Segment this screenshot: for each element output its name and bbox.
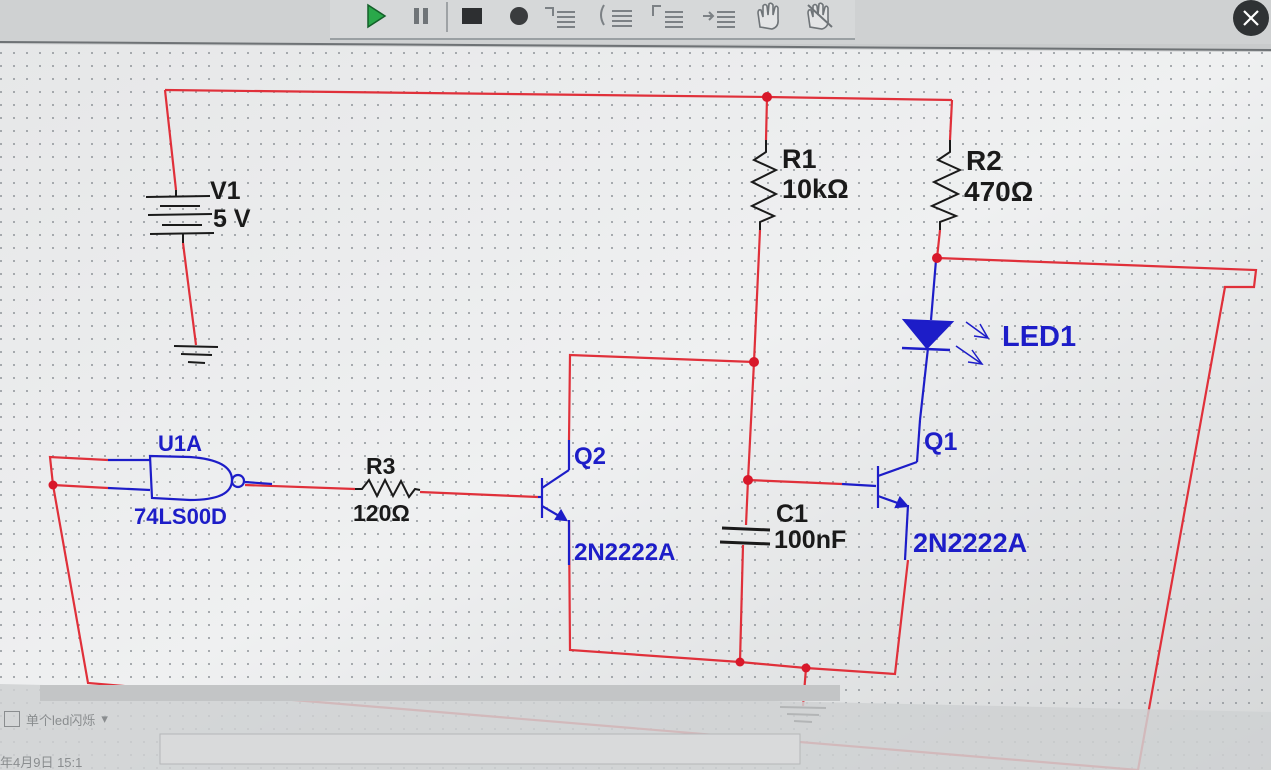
hand-icon[interactable] xyxy=(750,2,788,30)
capacitor-c1[interactable] xyxy=(719,526,771,546)
run-icon[interactable] xyxy=(364,2,388,30)
r1-value-label: 10kΩ xyxy=(782,174,849,204)
resistor-r3[interactable] xyxy=(355,477,421,499)
toolbar-separator xyxy=(446,2,448,32)
r2-name-label: R2 xyxy=(966,145,1002,176)
status-date: 年4月9日 15:1 xyxy=(0,755,83,770)
r3-value-label: 120Ω xyxy=(353,500,410,526)
component-leads xyxy=(107,259,938,565)
close-icon xyxy=(1243,10,1259,26)
nand-gate-u1a[interactable] xyxy=(148,454,246,502)
transistor-q2[interactable] xyxy=(540,469,570,522)
step-into-icon[interactable] xyxy=(540,2,580,30)
resistor-r1[interactable] xyxy=(749,140,779,230)
q2-name-label: Q2 xyxy=(574,443,606,470)
design-tab[interactable]: 单个led闪烁 ▾ xyxy=(0,708,164,730)
v1-name-label: V1 xyxy=(210,177,241,205)
u1a-part-label: 74LS00D xyxy=(134,504,227,529)
r1-name-label: R1 xyxy=(782,144,817,174)
pause-icon[interactable] xyxy=(410,2,432,30)
q1-name-label: Q1 xyxy=(924,428,957,456)
run-to-cursor-icon[interactable] xyxy=(700,2,740,30)
q2-part-label: 2N2222A xyxy=(574,539,675,566)
junctions xyxy=(48,92,942,673)
simulation-toolbar xyxy=(330,0,855,40)
c1-name-label: C1 xyxy=(776,500,808,528)
chevron-down-icon: ▾ xyxy=(101,711,108,726)
r3-name-label: R3 xyxy=(366,453,395,479)
transistor-q1[interactable] xyxy=(876,460,918,509)
u1a-name-label: U1A xyxy=(158,431,202,456)
v1-value-label: 5 V xyxy=(213,205,251,233)
led-led1[interactable] xyxy=(901,318,990,365)
ground-icon xyxy=(173,345,219,364)
close-button[interactable] xyxy=(1233,0,1269,36)
q1-part-label: 2N2222A xyxy=(913,528,1027,558)
battery-v1[interactable] xyxy=(145,190,215,243)
step-out-icon[interactable] xyxy=(648,2,688,30)
design-tab-label: 单个led闪烁 xyxy=(26,712,96,728)
resistor-r2[interactable] xyxy=(929,140,963,230)
led1-label: LED1 xyxy=(1002,321,1076,353)
hand-crossed-icon[interactable] xyxy=(800,2,840,30)
schematic-icon xyxy=(4,711,20,727)
c1-value-label: 100nF xyxy=(774,526,846,554)
stop-icon[interactable] xyxy=(458,2,486,30)
breakpoint-icon[interactable] xyxy=(506,2,532,30)
step-over-icon[interactable] xyxy=(595,2,637,30)
r2-value-label: 470Ω xyxy=(964,176,1033,207)
